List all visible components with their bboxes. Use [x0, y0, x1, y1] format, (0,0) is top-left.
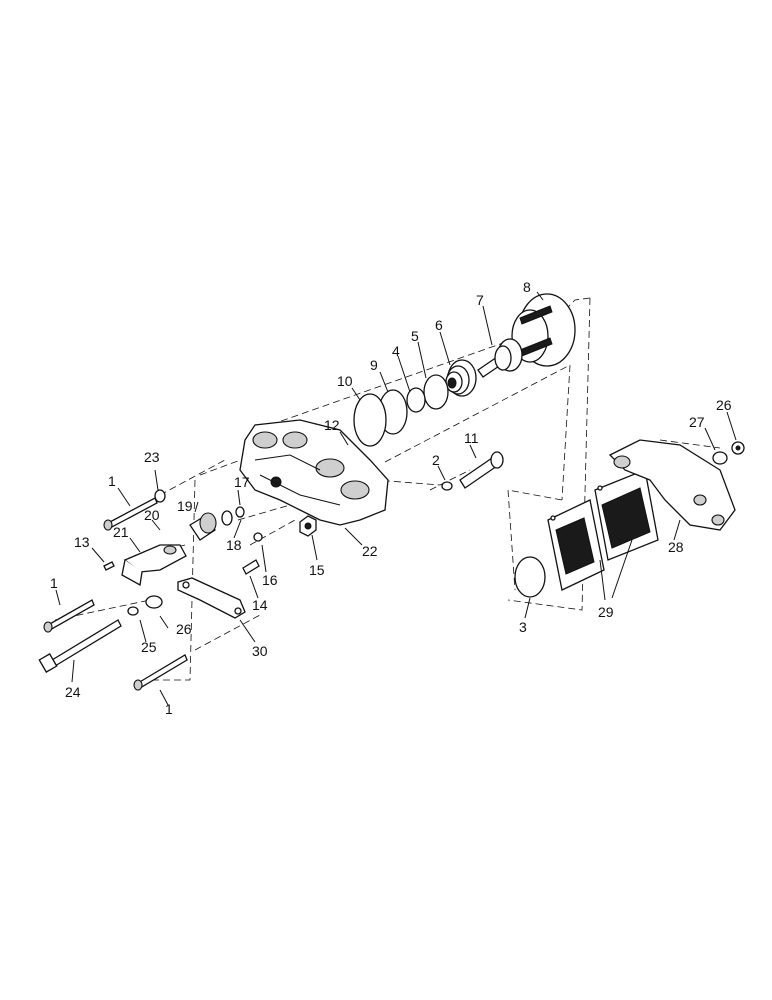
- callout-17: 17: [234, 474, 250, 490]
- callout-30: 30: [252, 643, 268, 659]
- dust-boot: [445, 359, 477, 397]
- seal-ring: [423, 374, 449, 410]
- callout-23: 23: [144, 449, 160, 465]
- washer-25: [127, 606, 139, 616]
- callout-20: 20: [144, 507, 160, 523]
- callout-27: 26: [716, 397, 732, 413]
- callout-12: 12: [324, 417, 340, 433]
- large-seal: [353, 393, 387, 447]
- callout-5: 5: [411, 328, 419, 344]
- caliper-housing: [239, 419, 389, 526]
- sleeve-parts: [221, 506, 245, 526]
- spacer-left: [145, 595, 163, 609]
- bushing: [189, 512, 217, 541]
- callout-29: 29: [598, 604, 614, 620]
- callout-13: 13: [74, 534, 90, 550]
- callout-21: 21: [113, 524, 129, 540]
- anchor-plate: [177, 577, 246, 619]
- callout-labels: 8 7 6 5 4 9 10 12 11 2 22 15 16 14 18 17…: [50, 279, 732, 717]
- piston: [511, 293, 576, 367]
- callout-11: 11: [464, 430, 479, 446]
- brake-pads: [547, 469, 659, 591]
- callout-26-left: 26: [176, 621, 192, 637]
- leader-lines: [55, 291, 737, 706]
- callout-28: 28: [668, 539, 684, 555]
- bleeder-fitting: [242, 559, 260, 575]
- callout-22: 22: [362, 543, 378, 559]
- callout-16: 16: [262, 572, 278, 588]
- callout-6: 6: [435, 317, 443, 333]
- callout-1-bottom: 1: [165, 701, 173, 717]
- callout-4: 4: [392, 343, 400, 359]
- caliper-bracket: [608, 439, 736, 531]
- retaining-ring: [406, 387, 426, 413]
- callout-3: 3: [519, 619, 527, 635]
- callout-1-top: 1: [108, 473, 116, 489]
- callout-14: 14: [252, 597, 268, 613]
- callout-18: 18: [226, 537, 242, 553]
- mounting-bracket: [121, 544, 187, 587]
- callout-19: 19: [177, 498, 193, 514]
- bleeder-bolt: [459, 451, 504, 489]
- callout-9: 9: [370, 357, 378, 373]
- callout-15: 15: [309, 562, 325, 578]
- callout-7: 7: [476, 292, 484, 308]
- bolts: [38, 489, 188, 691]
- callout-24: 24: [65, 684, 81, 700]
- nut: [299, 515, 317, 537]
- callout-10: 10: [337, 373, 353, 389]
- push-rod: [477, 338, 523, 378]
- piston-seal: [514, 556, 546, 598]
- callout-26-right: 27: [689, 414, 705, 430]
- callout-25: 25: [141, 639, 157, 655]
- callout-1-left: 1: [50, 575, 58, 591]
- callout-8: 8: [523, 279, 531, 295]
- washer-small: [441, 481, 453, 491]
- small-plug: [253, 532, 263, 542]
- callout-2: 2: [432, 452, 440, 468]
- bushing-right: [712, 441, 745, 465]
